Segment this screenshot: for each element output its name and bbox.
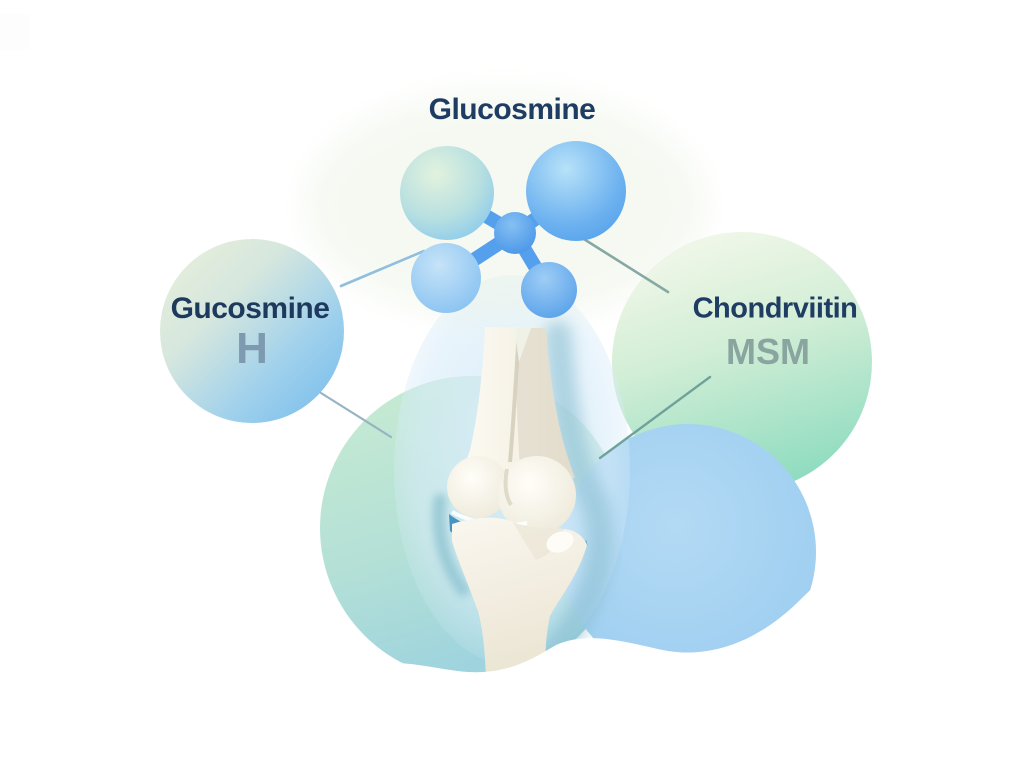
- tibia-bone: [452, 517, 587, 678]
- molecule-illustration: [400, 141, 626, 318]
- fibula-head: [546, 531, 574, 553]
- connector-left-to-knee: [319, 391, 393, 439]
- femur-notch: [514, 327, 531, 362]
- left-node-label: Gucosmine: [170, 292, 330, 325]
- bottom-white-wave: [0, 525, 1024, 768]
- page-title: Glucosmine: [428, 93, 596, 126]
- connector-lines: [319, 234, 712, 460]
- molecule-sphere-bottomleft: [411, 243, 481, 313]
- glucosamine-circle: [160, 239, 344, 423]
- femur-shade: [516, 328, 575, 478]
- femur: [447, 327, 576, 534]
- bone-shadow-right: [532, 321, 614, 680]
- molecule-sphere-topright: [526, 141, 626, 241]
- bone-shadow-left: [432, 493, 470, 597]
- right-node-sublabel: MSM: [726, 331, 810, 372]
- connector-left-to-molecule: [339, 249, 426, 288]
- connector-molecule-to-right: [577, 234, 670, 294]
- molecule-sphere-center: [494, 212, 536, 254]
- femur-condyle-right: [498, 456, 576, 534]
- right-node-label: Chondrviitin: [692, 292, 858, 325]
- molecule-sphere-bottomright: [521, 262, 577, 318]
- corner-artifact: [0, 14, 30, 50]
- condyle-crease: [503, 468, 513, 507]
- molecule-sphere-topleft: [400, 146, 494, 240]
- femur-condyle-left: [447, 456, 509, 518]
- tibia: [452, 517, 587, 678]
- molecule-tint: [305, 90, 705, 320]
- knee-joint-illustration: [432, 321, 614, 680]
- connector-right-to-knee: [598, 375, 712, 460]
- left-node-sublabel: H: [236, 324, 268, 373]
